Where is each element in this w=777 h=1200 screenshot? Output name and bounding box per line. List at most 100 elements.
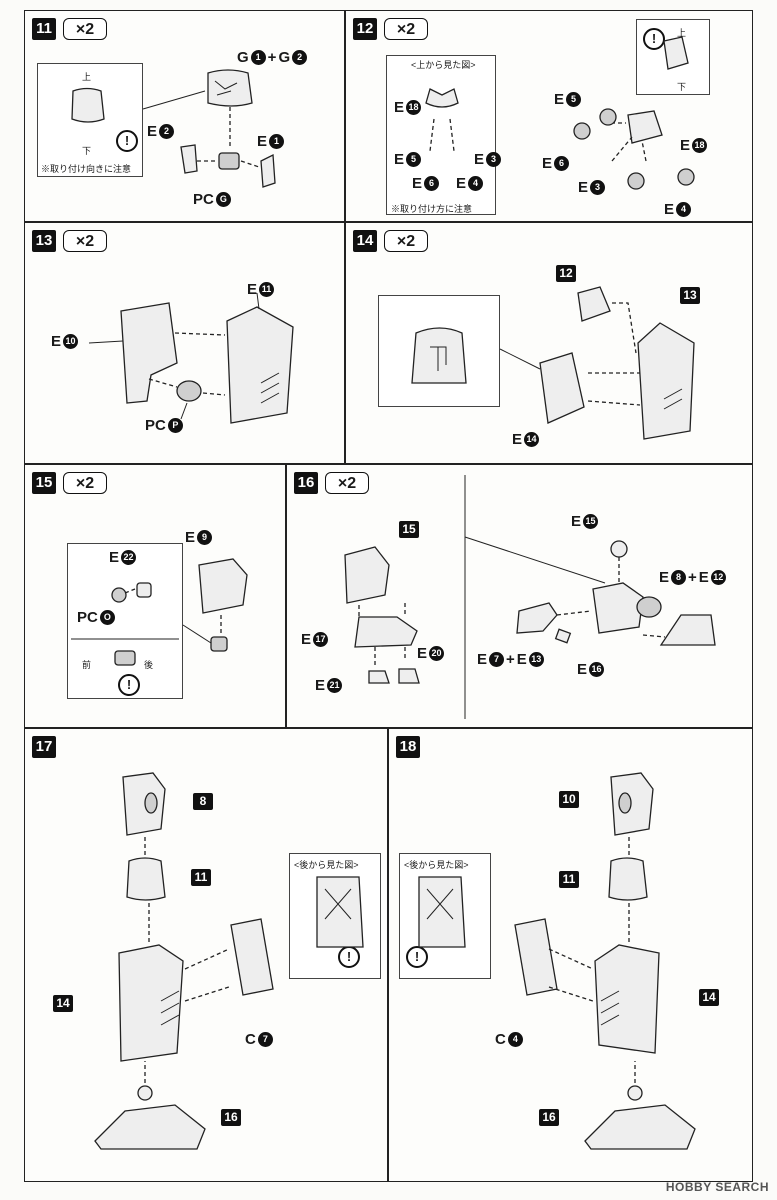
part-12-ref (577, 286, 611, 322)
step-number: 16 (294, 472, 318, 494)
part-e11-shell (226, 306, 294, 424)
top-view-title: <上から見た図> (411, 60, 476, 70)
part-16-ref (584, 1104, 696, 1150)
ref-part-14: 14 (53, 995, 73, 1012)
back-view-box: <後から見た図> ! (399, 853, 491, 979)
ref-part-14: 14 (699, 989, 719, 1006)
orientation-note-box: 上 下 ! ※取り付け向きに注意 (37, 63, 143, 177)
part-e18-collar (425, 88, 459, 108)
step-11-drawing (71, 69, 276, 188)
ref-step-12: 12 (556, 265, 576, 282)
step-13-drawing (88, 292, 294, 424)
caution-text: ※取り付け向きに注意 (41, 164, 132, 174)
part-pc-p-joint (176, 380, 202, 402)
step-17-drawing (94, 772, 364, 1150)
front-label: 前 (82, 660, 92, 670)
quantity-badge: ×2 (384, 230, 428, 252)
ref-step-15: 15 (399, 521, 419, 538)
part-e10-frame (120, 302, 178, 404)
step-number: 14 (353, 230, 377, 252)
part-11-ref (126, 857, 166, 901)
step-number: 17 (32, 736, 56, 758)
step-number: 11 (32, 18, 56, 40)
part-e1-bracket (260, 153, 276, 188)
caution-icon: ! (118, 674, 140, 696)
ref-part-10: 10 (559, 791, 579, 808)
step-number: 12 (353, 18, 377, 40)
ref-step-13: 13 (680, 287, 700, 304)
caution-icon: ! (116, 130, 138, 152)
part-c7-plate (230, 918, 274, 996)
step-number: 13 (32, 230, 56, 252)
part-14-ref (118, 944, 184, 1062)
caution-text: ※取り付け方に注意 (391, 204, 473, 214)
back-label: 後 (144, 660, 154, 670)
ref-part-11: 11 (191, 869, 211, 886)
part-e9-shell (198, 558, 248, 614)
part-10-ref (610, 772, 654, 836)
up-label: 上 (677, 28, 687, 38)
part-note-preview (71, 87, 105, 123)
quantity-badge: ×2 (325, 472, 369, 494)
down-label: 下 (82, 146, 92, 156)
quantity-badge: ×2 (63, 472, 107, 494)
up-label: 上 (82, 72, 92, 82)
ref-part-16: 16 (539, 1109, 559, 1126)
part-16-ref (94, 1104, 206, 1150)
part-e8-e12-heel (659, 614, 716, 646)
ref-part-16: 16 (221, 1109, 241, 1126)
step-14-drawing (411, 286, 695, 440)
part-e18-plate (627, 110, 663, 144)
quantity-badge: ×2 (63, 230, 107, 252)
part-e17-base (354, 616, 418, 648)
part-c4-plate (514, 918, 558, 996)
part-e2-bracket (180, 144, 198, 174)
step-number: 15 (32, 472, 56, 494)
step-18-drawing (418, 772, 696, 1150)
caution-icon: ! (406, 946, 428, 968)
part-pc-joint (218, 152, 240, 170)
caution-icon: ! (643, 28, 665, 50)
part-g-upper-torso (207, 69, 253, 107)
part-e7-e13-toe (516, 602, 558, 634)
step-number: 18 (396, 736, 420, 758)
ref-part-8: 8 (193, 793, 213, 810)
ref-part-11: 11 (559, 871, 579, 888)
step-12-drawing (425, 36, 695, 190)
quantity-badge: ×2 (384, 18, 428, 40)
quantity-badge: ×2 (63, 18, 107, 40)
part-e14-plate (539, 352, 585, 424)
back-view-title: <後から見た図> (404, 860, 469, 870)
